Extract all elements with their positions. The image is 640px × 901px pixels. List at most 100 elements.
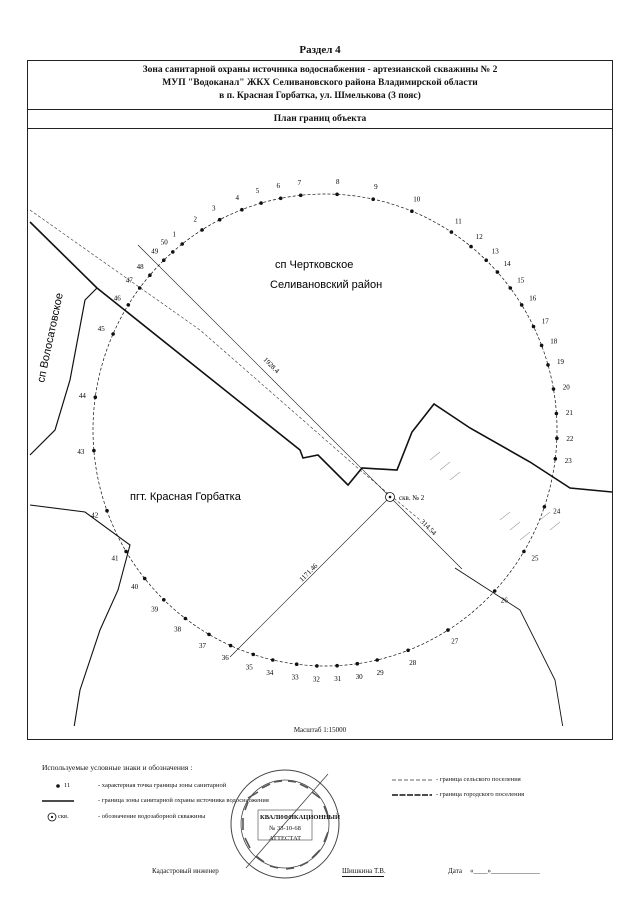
plan-title: План границ объекта (27, 110, 613, 129)
boundary-point-5 (259, 201, 263, 205)
dimension-mid: 1171.46 (298, 562, 320, 584)
label-vodosatov: сп Волосатовское (35, 292, 66, 384)
legend-line-text: - граница зоны санитарной охраны источни… (98, 797, 269, 804)
header-line-1: Зона санитарной охраны источника водосна… (142, 65, 498, 75)
seal-cert-word: АТТЕСТАТ (268, 835, 302, 842)
boundary-point-label-47: 47 (126, 277, 134, 285)
date-label: Дата (448, 867, 462, 875)
boundary-point-23 (553, 457, 558, 461)
label-district: Селивановский район (270, 279, 382, 291)
legend-dot-icon (56, 784, 60, 788)
signature-name: Шишкина Т.В. (342, 867, 386, 875)
seal-inner-ring (240, 779, 330, 869)
boundary-point-label-33: 33 (292, 674, 300, 682)
boundary-point-label-4: 4 (235, 194, 239, 202)
well-label: скв. № 2 (399, 494, 425, 502)
boundary-point-label-24: 24 (553, 508, 561, 516)
boundary-point-26 (492, 589, 497, 593)
boundary-point-30 (355, 661, 360, 666)
boundary-point-37 (207, 632, 211, 637)
boundary-point-label-37: 37 (199, 642, 207, 650)
label-town: пгт. Красная Горбатка (130, 491, 242, 503)
section-title: Раздел 4 (299, 44, 341, 56)
boundary-point-label-31: 31 (334, 675, 342, 683)
boundary-point-44 (93, 395, 98, 400)
boundary-point-label-49: 49 (151, 247, 159, 255)
legend-rural-text: - граница сельского поселения (436, 776, 521, 783)
boundary-point-label-22: 22 (566, 435, 574, 443)
boundary-point-42 (105, 508, 109, 513)
boundary-point-2 (200, 228, 204, 232)
boundary-point-13 (484, 258, 489, 263)
boundary-point-label-30: 30 (356, 673, 364, 681)
boundary-point-label-13: 13 (492, 247, 500, 255)
boundary-point-label-39: 39 (151, 606, 159, 614)
boundary-point-47 (137, 286, 142, 290)
dimension-short: 314.54 (419, 518, 439, 538)
boundary-point-8 (335, 192, 339, 197)
boundary-point-label-6: 6 (277, 182, 281, 190)
boundary-point-label-7: 7 (298, 179, 302, 187)
urban-boundary-left (29, 287, 98, 456)
boundary-point-label-12: 12 (476, 233, 484, 241)
dimension-long: 1928.4 (262, 356, 282, 376)
sanitary-zone-boundary (92, 193, 558, 667)
header-line-2: МУП "Водоканал" ЖКХ Селивановского район… (162, 78, 478, 88)
document-header: Зона санитарной охраны источника водосна… (27, 60, 613, 110)
boundary-point-label-9: 9 (374, 183, 378, 191)
boundary-point-22 (555, 436, 559, 441)
boundary-point-15 (508, 286, 513, 290)
boundary-point-18 (539, 343, 544, 348)
boundary-point-label-19: 19 (557, 358, 565, 366)
boundary-point-label-44: 44 (79, 392, 87, 400)
boundary-point-label-14: 14 (504, 260, 512, 268)
document-frame (27, 60, 613, 740)
dimension-line-short (389, 496, 463, 570)
seal-cert-title: КВАЛИФИКАЦИОННЫЙ (260, 814, 340, 821)
boundary-point-19 (546, 363, 550, 367)
seal-outer-ring (230, 769, 340, 879)
boundary-point-label-25: 25 (532, 555, 540, 563)
boundary-point-label-8: 8 (336, 178, 340, 186)
urban-boundary-west (29, 504, 131, 726)
legend-symbols (42, 784, 74, 822)
boundary-point-21 (554, 411, 559, 416)
boundary-point-label-26: 26 (501, 596, 509, 604)
boundary-point-label-41: 41 (112, 555, 120, 563)
boundary-point-27 (446, 628, 450, 632)
boundary-point-label-38: 38 (174, 625, 182, 633)
seal-ring-lettering (242, 780, 329, 870)
boundary-point-35 (251, 652, 256, 657)
legend-well-symbol: скв. (58, 813, 69, 820)
legend-title: Используемые условные знаки и обозначени… (42, 763, 193, 772)
boundary-point-label-11: 11 (455, 218, 462, 226)
boundary-point-36 (228, 643, 233, 648)
boundary-point-label-21: 21 (566, 409, 574, 417)
header-line-3: в п. Красная Горбатка, ул. Шмелькова (3 … (219, 91, 421, 101)
boundary-point-31 (335, 663, 339, 668)
boundary-point-label-5: 5 (256, 187, 260, 195)
boundary-point-label-17: 17 (542, 317, 550, 325)
label-rural-settlement: сп Чертковское (275, 259, 353, 271)
boundary-point-label-10: 10 (413, 196, 421, 204)
boundary-point-48 (148, 273, 152, 278)
legend-well-text: - обозначение водозаборной скважины (98, 813, 206, 820)
signature-line (342, 876, 384, 877)
boundary-point-label-32: 32 (313, 675, 321, 683)
boundary-point-label-28: 28 (409, 659, 417, 667)
boundary-point-50 (171, 250, 175, 254)
boundary-point-label-29: 29 (377, 669, 385, 677)
boundary-point-46 (126, 303, 131, 307)
boundary-point-3 (217, 217, 222, 222)
boundary-point-label-46: 46 (114, 295, 122, 303)
boundary-point-7 (298, 193, 303, 198)
boundary-point-33 (294, 662, 299, 666)
legend-dot-symbol: 11 (64, 782, 71, 789)
boundary-point-34 (271, 658, 275, 662)
rural-boundary-diagonal (29, 209, 421, 521)
dimension-line-long (137, 244, 391, 498)
boundary-point-label-34: 34 (266, 669, 274, 677)
well-center-icon (388, 495, 392, 499)
